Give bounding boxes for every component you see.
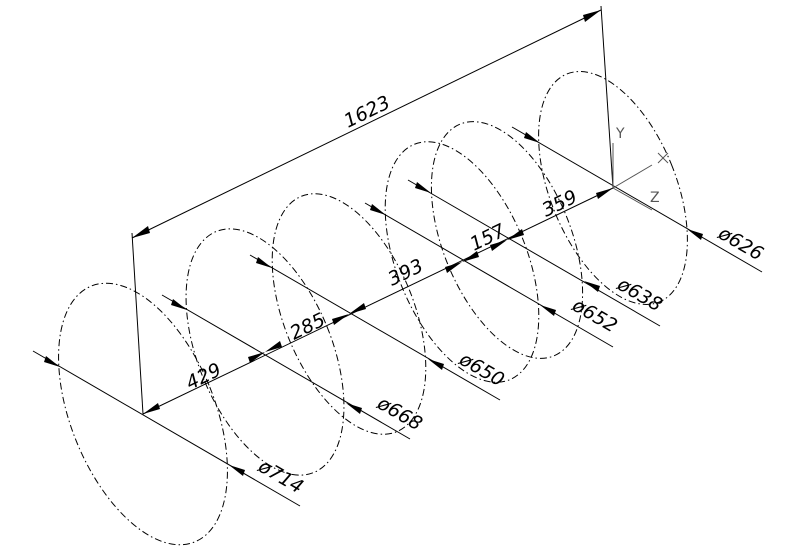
shaft-axis-line (142, 187, 614, 415)
section-ellipse-650 (271, 193, 427, 435)
seg-arrow-4 (332, 314, 349, 325)
overall-extension-right (600, 5, 614, 189)
section-ellipse-638 (430, 121, 584, 359)
diameter-label-652: ø652 (568, 294, 621, 337)
leader-650 (249, 254, 501, 401)
seg-arrow-8 (490, 240, 507, 251)
ucs-z-axis (612, 187, 653, 211)
diameter-label-626: ø626 (714, 222, 767, 265)
ucs-y-label: Y (615, 126, 625, 142)
diameter-leaders (32, 126, 763, 507)
diameter-label-650: ø650 (455, 348, 508, 391)
leader-668-arrow-a (171, 299, 187, 310)
overall-dimension (131, 5, 614, 415)
leader-652 (364, 202, 614, 348)
leader-626-arrow-b (687, 229, 703, 240)
seg-arrow-6 (445, 262, 462, 273)
overall-arrow-right (583, 10, 601, 22)
leader-714-arrow-a (44, 356, 60, 367)
seg-arrow-9 (507, 229, 524, 240)
leader-638 (407, 179, 661, 327)
leader-668-arrow-b (346, 403, 362, 414)
leader-714-arrow-b (229, 465, 245, 476)
segment-label-393: 393 (385, 255, 427, 291)
leader-638-arrow-a (415, 182, 431, 193)
segment-label-359: 359 (539, 186, 581, 222)
diameter-label-668: ø668 (373, 392, 426, 435)
leader-626-arrow-a (524, 132, 540, 143)
diameter-label-714: ø714 (254, 455, 307, 498)
seg-arrow-5 (349, 303, 366, 314)
seg-arrow-3 (265, 341, 282, 352)
dimension-labels: 1623 429 285 393 157 359 ø714 ø668 ø650 … (183, 92, 767, 499)
leader-626 (511, 126, 763, 273)
overall-dimension-line (131, 9, 602, 239)
ucs-x-mark-b (657, 152, 669, 164)
segment-label-285: 285 (287, 309, 329, 345)
leader-652-arrow-b (540, 305, 556, 316)
leader-652-arrow-a (370, 204, 386, 215)
diameter-label-638: ø638 (613, 273, 666, 316)
seg-arrow-1 (143, 403, 160, 414)
section-ellipse-668 (185, 228, 345, 476)
section-ellipse-626 (538, 71, 688, 305)
section-ellipse-652 (384, 141, 540, 383)
seg-arrow-10 (596, 188, 613, 199)
segment-label-429: 429 (183, 359, 225, 395)
segment-label-157: 157 (467, 220, 509, 256)
leader-714 (32, 350, 301, 507)
section-ellipses (58, 71, 688, 546)
leader-668 (161, 294, 411, 440)
overall-length-label: 1623 (341, 92, 394, 133)
leader-650-arrow-b (428, 359, 444, 370)
ucs-x-axis (612, 164, 653, 189)
ucs-axis-icon: Y Z (612, 126, 669, 211)
leader-638-arrow-b (584, 281, 600, 292)
section-ellipse-714 (58, 282, 228, 546)
overall-arrow-left (132, 226, 150, 238)
seg-arrow-7 (462, 251, 479, 262)
segment-arrows (143, 188, 613, 414)
seg-arrow-2 (248, 352, 265, 363)
ucs-z-label: Z (650, 190, 660, 206)
leader-650-arrow-a (256, 257, 272, 268)
overall-extension-left (131, 232, 144, 415)
